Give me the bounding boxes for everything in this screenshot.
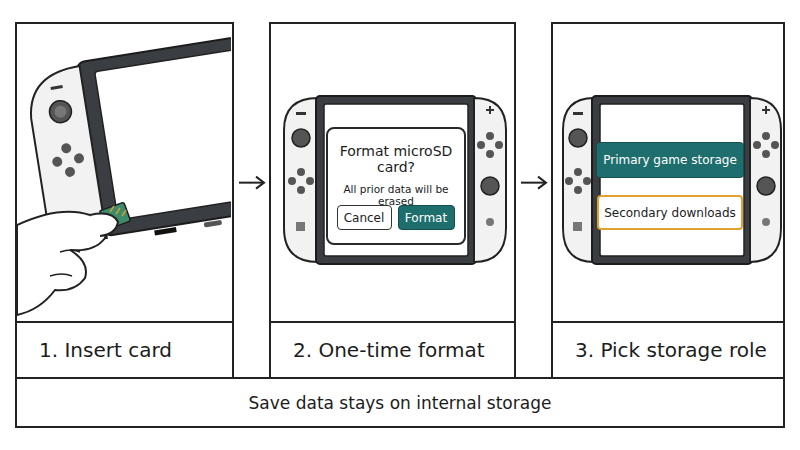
step-caption: 2. One-time format	[271, 321, 514, 377]
step-panel: 1. Insert card	[15, 22, 234, 379]
button-label: Format	[405, 211, 447, 225]
step-arrow	[521, 177, 546, 189]
button-label: Secondary downloads	[604, 206, 736, 220]
note-text: Save data stays on internal storage	[249, 393, 552, 413]
format-button: Format	[398, 205, 455, 230]
dialog-title: Format microSD card?	[328, 143, 464, 175]
dialog-message: All prior data will be erased	[328, 183, 464, 207]
step-caption: 1. Insert card	[17, 321, 232, 377]
step-panel: 2. One-time format Format microSD card? Al…	[269, 22, 516, 379]
format-dialog: Format microSD card? All prior data will …	[326, 127, 466, 245]
cancel-button: Cancel	[337, 205, 392, 230]
console-insert-illustration	[17, 27, 231, 315]
step-panel: 3. Pick storage role Primary game storage…	[551, 22, 785, 379]
console-role-illustration	[563, 96, 781, 264]
step-arrow	[239, 177, 264, 189]
button-label: Cancel	[344, 211, 385, 225]
button-label: Primary game storage	[603, 153, 737, 167]
storage-option-button: Primary game storage	[596, 142, 744, 178]
console-format-illustration	[284, 96, 506, 264]
storage-option-button: Secondary downloads	[597, 195, 743, 230]
step-caption: 3. Pick storage role	[553, 321, 783, 377]
note-band: Save data stays on internal storage	[15, 377, 785, 428]
